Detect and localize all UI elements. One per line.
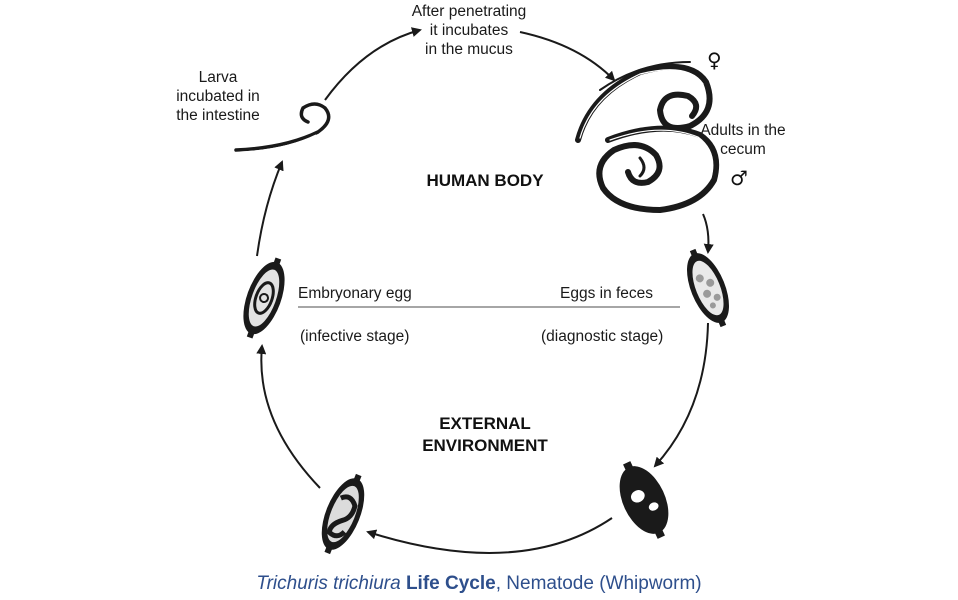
label-adults: Adults in the cecum — [700, 122, 786, 158]
label-human-body: HUMAN BODY — [426, 171, 544, 190]
egg-developing-left-illustration — [321, 473, 365, 555]
arrow-adults-to-feces — [702, 213, 714, 254]
figure-caption: Trichuris trichiura Life Cycle, Nematode… — [0, 573, 958, 595]
label-embryonary-egg: Embryonary egg — [298, 285, 412, 302]
arrow-mucus-to-adults — [519, 31, 616, 82]
label-penetrating: After penetrating it incubates in the mu… — [411, 3, 527, 58]
female-symbol: ♀ — [707, 48, 722, 72]
egg-developing-right-illustration — [619, 461, 669, 539]
label-diagnostic-stage: (diagnostic stage) — [541, 328, 664, 345]
label-external-environment: EXTERNAL ENVIRONMENT — [422, 414, 548, 455]
label-larva: Larva incubated in the intestine — [176, 69, 260, 124]
caption-life-cycle: Life Cycle — [405, 573, 496, 594]
arrow-egg-right-to-egg-left — [366, 517, 613, 554]
arrow-feces-to-egg-right — [653, 322, 709, 468]
embryonary-egg-illustration — [243, 257, 285, 339]
caption-species: Trichuris trichiura — [256, 573, 401, 594]
arrow-larva-to-mucus — [324, 27, 422, 101]
caption-rest: , Nematode (Whipworm) — [495, 573, 702, 594]
adult-worms-illustration — [575, 61, 720, 214]
label-infective-stage: (infective stage) — [300, 328, 410, 345]
arrow-embryonary-to-larva — [256, 160, 284, 257]
arrow-egg-left-to-embryonary — [256, 344, 321, 489]
label-eggs-in-feces: Eggs in feces — [560, 285, 654, 302]
male-symbol: ♂ — [730, 166, 748, 190]
egg-in-feces-illustration — [687, 248, 729, 328]
larva-illustration — [234, 102, 331, 153]
